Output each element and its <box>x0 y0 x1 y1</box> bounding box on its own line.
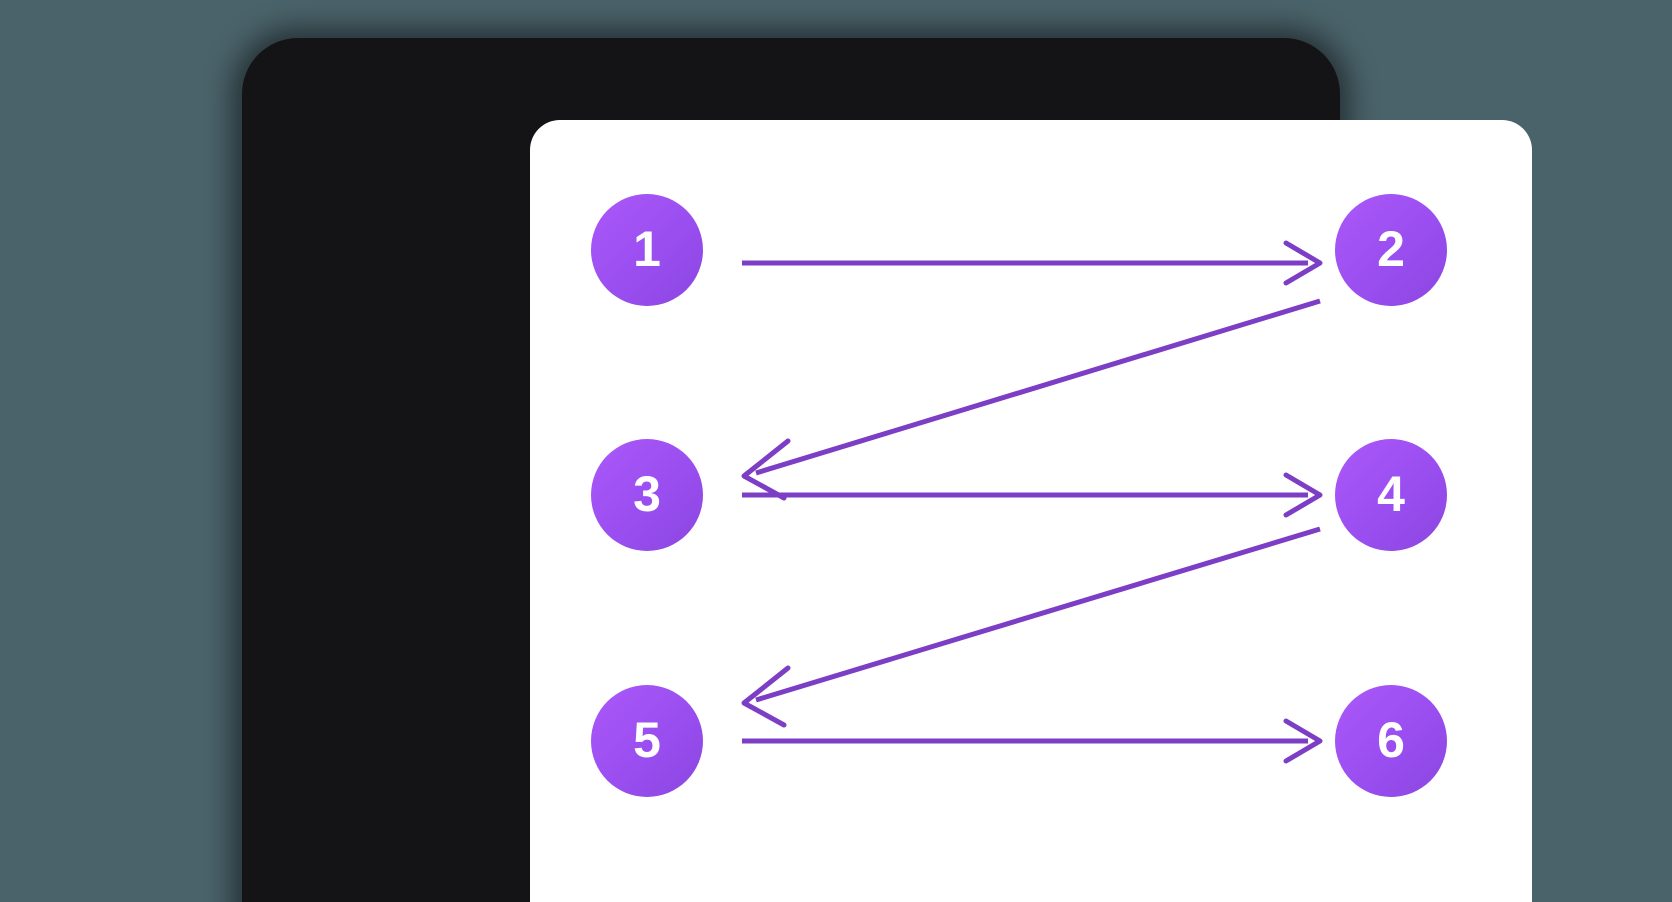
graph-node-5[interactable]: 5 <box>591 685 703 797</box>
graph-node-3-label: 3 <box>633 466 661 522</box>
edge-2-to-3 <box>741 298 1321 501</box>
node-link-diagram: 1 2 3 4 5 6 <box>530 120 1532 902</box>
graph-node-4-label: 4 <box>1377 466 1405 522</box>
edge-1-to-2 <box>742 240 1323 286</box>
graph-node-3[interactable]: 3 <box>591 439 703 551</box>
edge-5-to-6 <box>742 718 1323 764</box>
graph-node-6[interactable]: 6 <box>1335 685 1447 797</box>
graph-node-1[interactable]: 1 <box>591 194 703 306</box>
graph-node-2-label: 2 <box>1377 221 1405 277</box>
device-frame: 1 2 3 4 5 6 <box>242 38 1532 902</box>
graph-node-2[interactable]: 2 <box>1335 194 1447 306</box>
graph-node-6-label: 6 <box>1377 712 1405 768</box>
edge-3-to-4 <box>742 472 1323 518</box>
device-screen: 1 2 3 4 5 6 <box>530 120 1532 902</box>
graph-node-1-label: 1 <box>633 221 661 277</box>
edge-4-to-5 <box>741 526 1321 728</box>
graph-node-5-label: 5 <box>633 712 661 768</box>
graph-node-4[interactable]: 4 <box>1335 439 1447 551</box>
edge-layer <box>741 240 1323 764</box>
